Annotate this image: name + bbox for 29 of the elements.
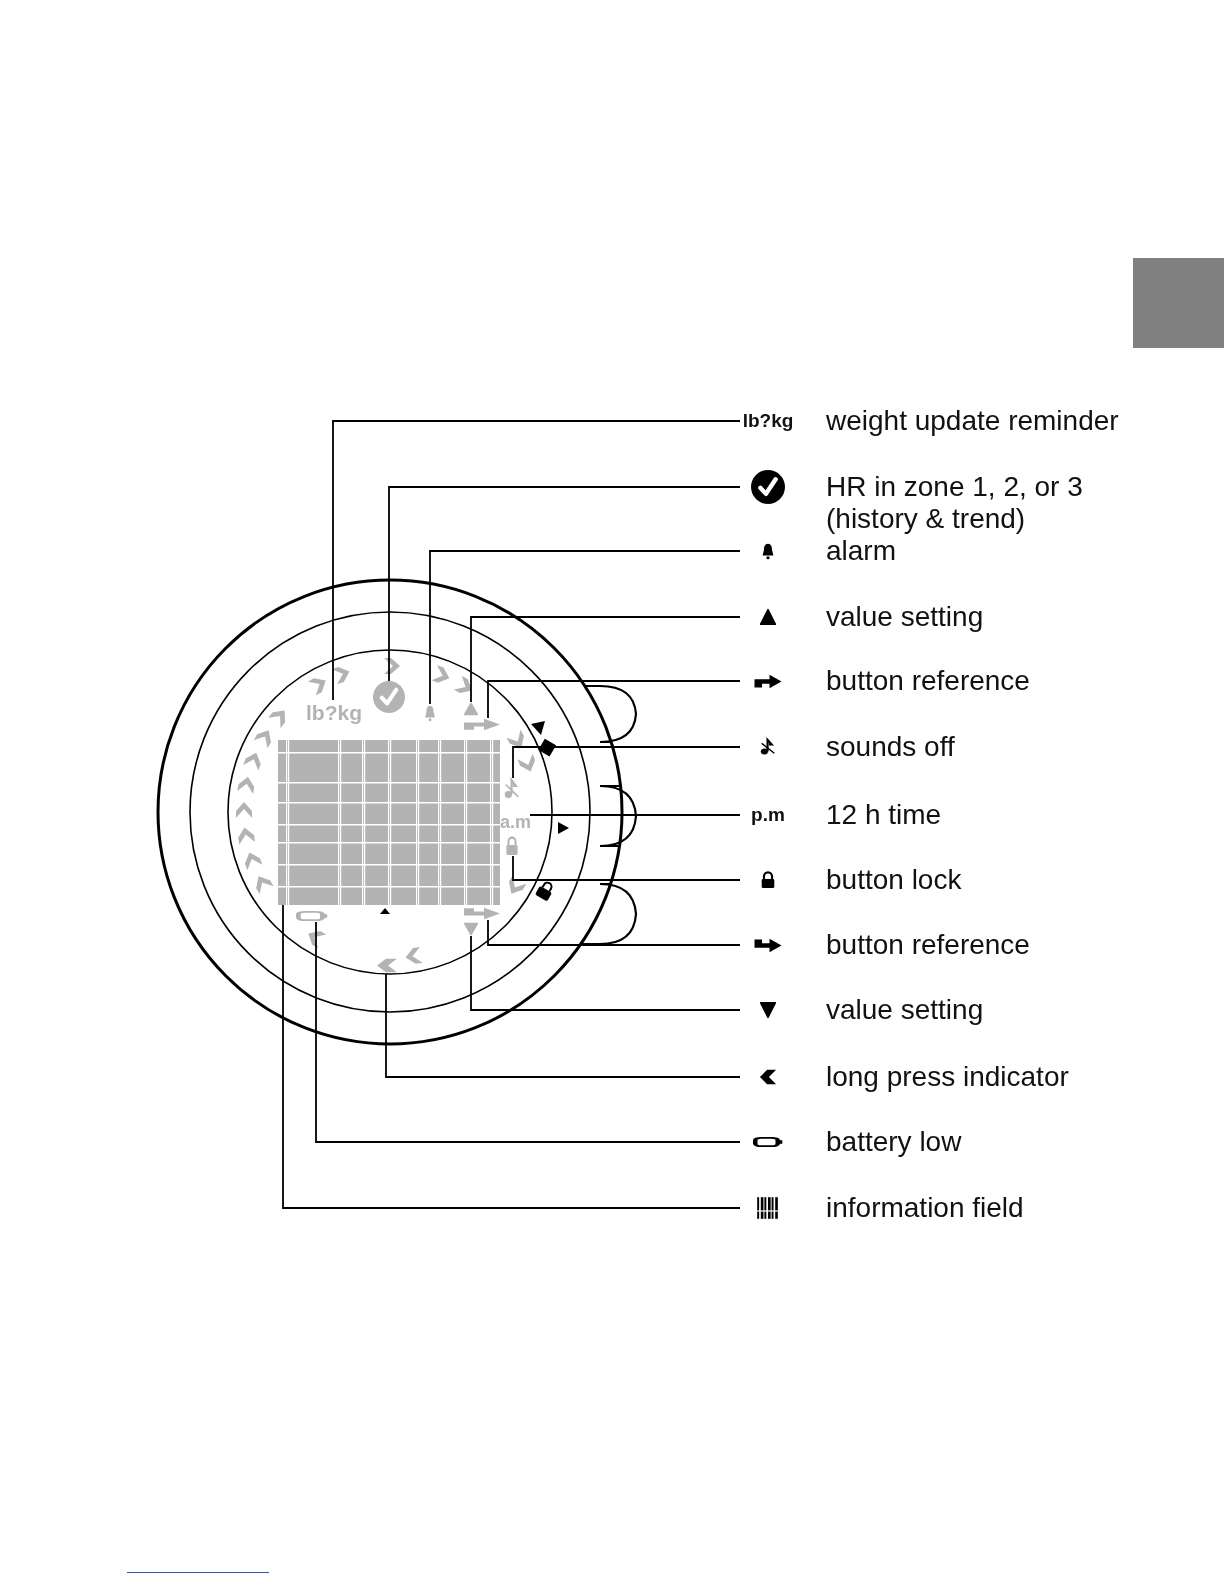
legend-text: HR in zone 1, 2, or 3 (history & trend) <box>826 471 1084 535</box>
display-text: lb?kg <box>304 700 364 726</box>
legend-text: value setting <box>826 994 984 1026</box>
leader-line <box>385 973 741 1078</box>
legend-text: information field <box>826 1192 1024 1224</box>
legend-text: long press indicator <box>826 1061 1069 1093</box>
leader-line <box>487 680 741 719</box>
icon-text: p.m <box>751 804 785 826</box>
legend-text: alarm <box>826 535 896 567</box>
leader-line <box>470 935 741 1011</box>
leader-line <box>388 486 741 682</box>
legend-text: button reference <box>826 929 1030 961</box>
leader-line <box>512 746 741 779</box>
legend-text: weight update reminder <box>826 405 1119 437</box>
leader-line <box>487 919 741 946</box>
leader-line <box>512 855 741 881</box>
legend-text: button lock <box>826 864 962 896</box>
leader-line <box>529 814 741 816</box>
legend-text: battery low <box>826 1126 962 1158</box>
legend-text: sounds off <box>826 731 955 763</box>
legend-text: 12 h time <box>826 799 942 831</box>
leader-line <box>315 921 741 1143</box>
leader-line <box>429 550 741 705</box>
display-text: a.m <box>500 810 530 834</box>
legend-text: button reference <box>826 665 1030 697</box>
icon-text: lb?kg <box>742 410 794 432</box>
leader-line <box>282 904 741 1209</box>
leader-line <box>470 616 741 703</box>
legend-text: value setting <box>826 601 984 633</box>
